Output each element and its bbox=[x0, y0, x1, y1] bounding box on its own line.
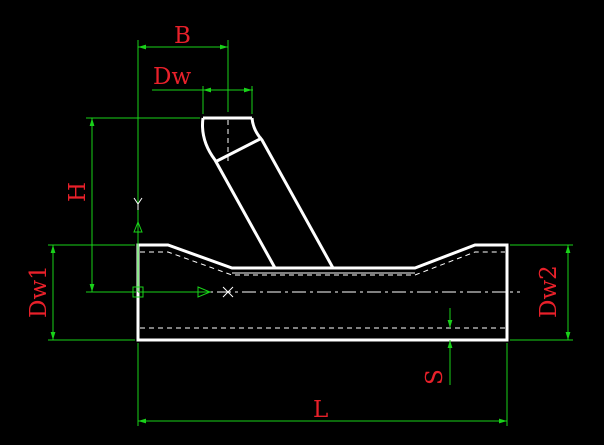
label-S: S bbox=[422, 369, 448, 385]
label-L: L bbox=[313, 397, 328, 423]
tee-body bbox=[136, 116, 509, 342]
dimension-Dw bbox=[152, 86, 253, 114]
hidden-lines bbox=[140, 120, 505, 329]
label-H: H bbox=[65, 182, 91, 202]
ucs-icon: Y bbox=[132, 197, 234, 298]
dimension-L bbox=[137, 343, 508, 426]
label-Dw2: Dw2 bbox=[536, 265, 562, 318]
label-B: B bbox=[174, 23, 191, 49]
label-Dw1: Dw1 bbox=[26, 265, 52, 318]
label-Dw: Dw bbox=[153, 64, 191, 90]
branch-pipe-left-wall bbox=[201, 117, 277, 269]
branch-pipe-right-wall bbox=[250, 117, 335, 269]
main-pipe-outline bbox=[136, 243, 509, 342]
dimension-Dw1 bbox=[48, 244, 135, 341]
dimension-Dw2 bbox=[510, 244, 573, 341]
branch-pipe-weld-line bbox=[214, 136, 263, 164]
dimension-H bbox=[86, 117, 200, 293]
